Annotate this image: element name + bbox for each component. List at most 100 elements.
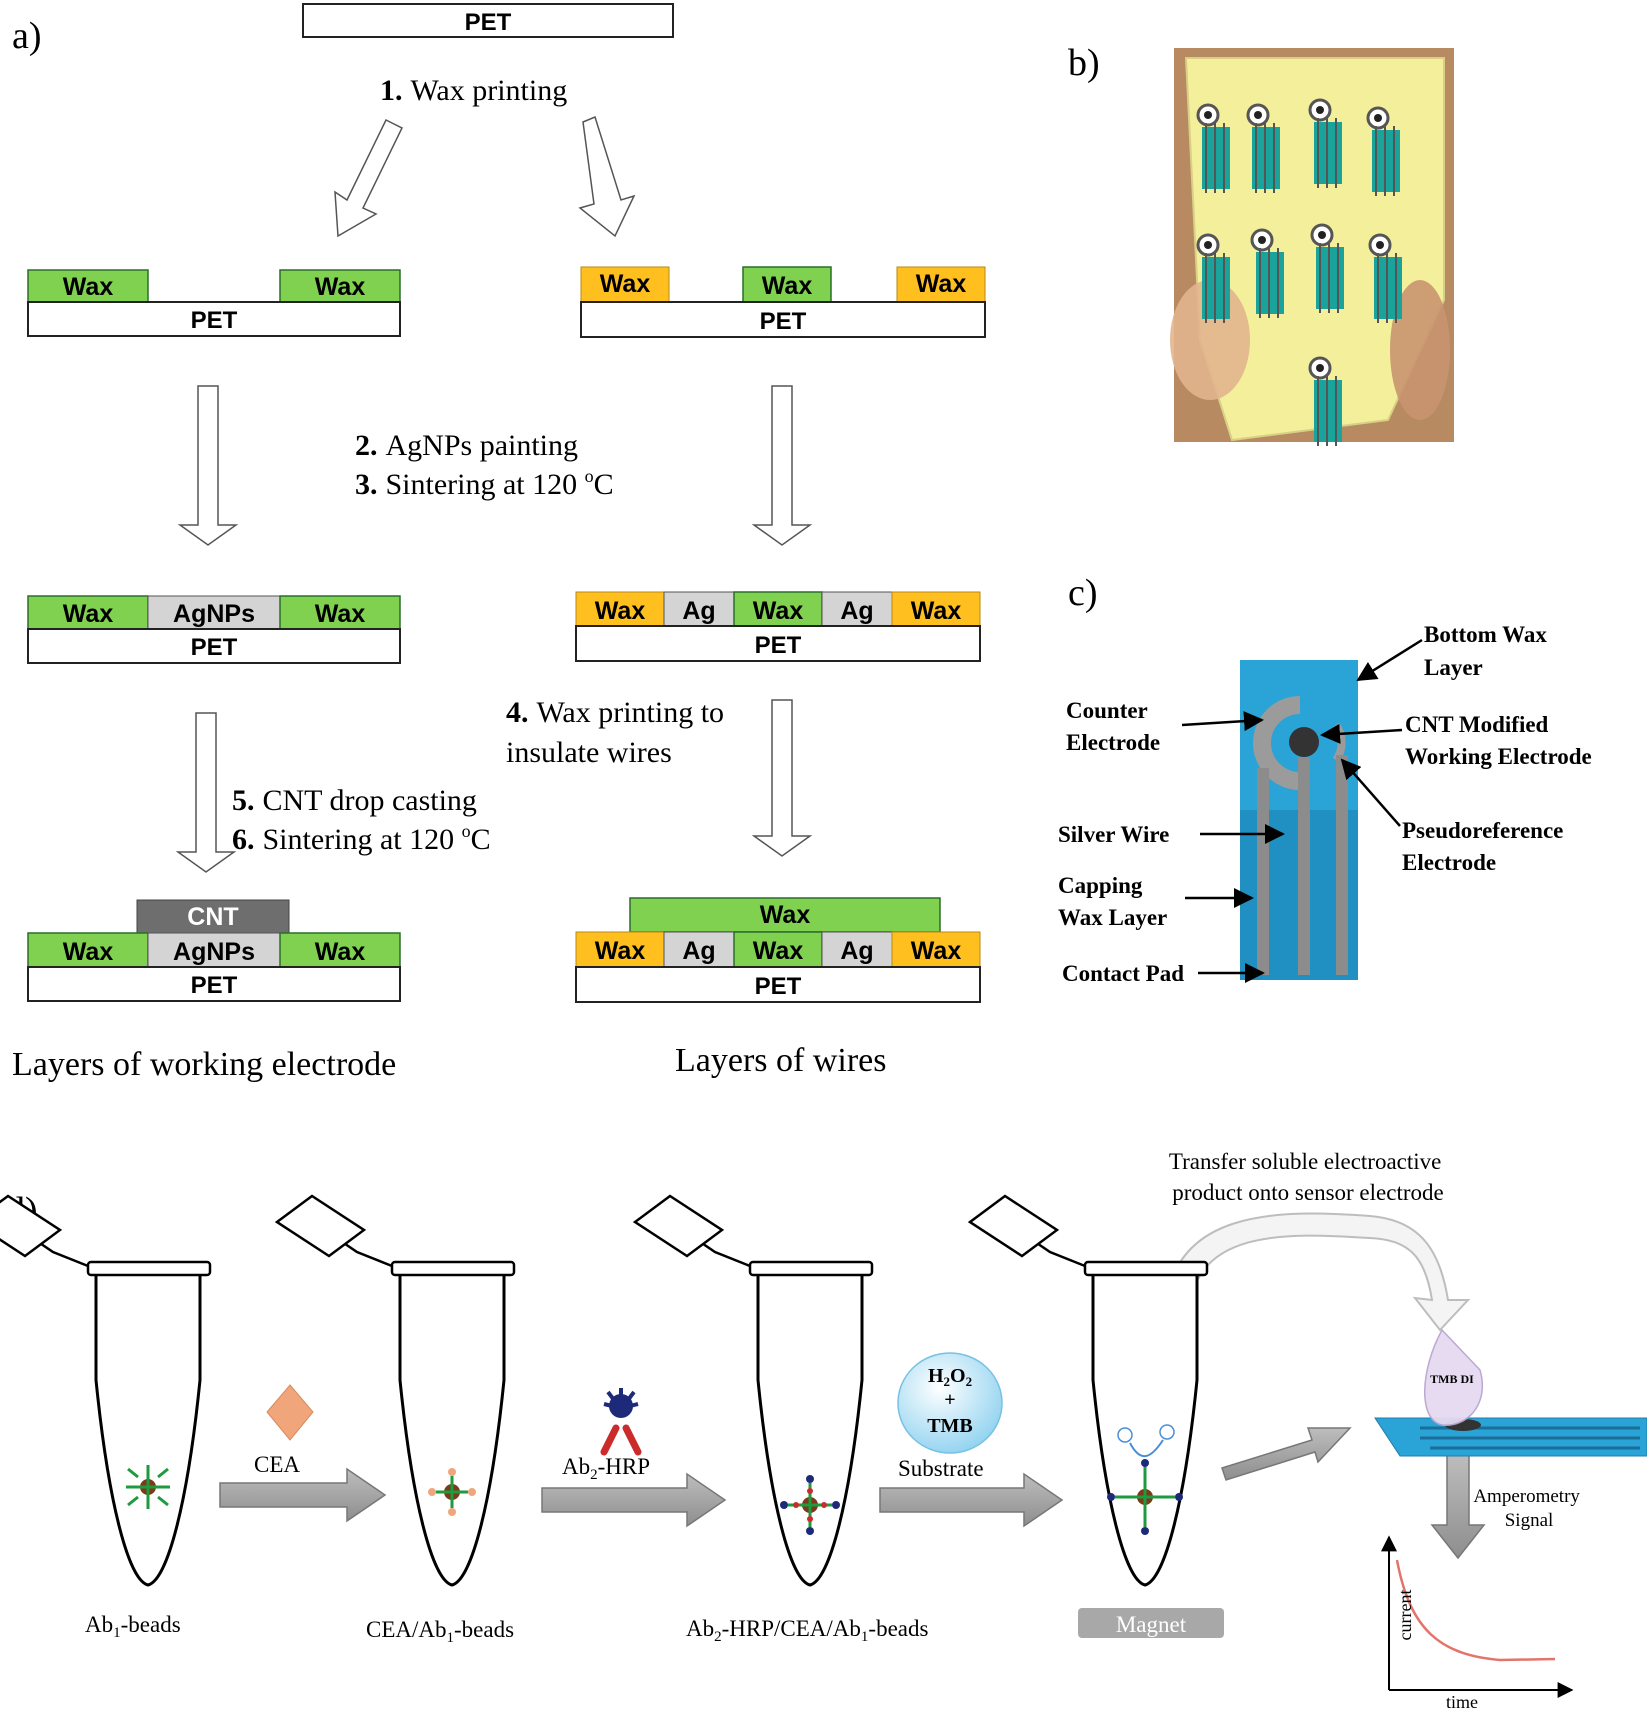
magnet-block [1078, 1608, 1224, 1638]
svg-text:Wax: Wax [315, 600, 366, 628]
pet-top-label: PET [465, 9, 512, 36]
label-silver-wire: Silver Wire [1058, 822, 1169, 847]
tube2-label: CEA/Ab1-beads [366, 1617, 514, 1646]
arrow-step1-left [334, 118, 403, 238]
tube1-label: Ab1-beads [85, 1612, 181, 1641]
caption-working-electrode: Layers of working electrode [12, 1046, 396, 1083]
label-counter-electrode: Counter [1066, 698, 1148, 723]
tubes [0, 1194, 1209, 1587]
mini-sensor [1246, 103, 1280, 193]
plus-label: + [944, 1389, 955, 1411]
svg-text:Wax: Wax [916, 270, 967, 298]
svg-text:CNT: CNT [187, 903, 238, 931]
substrate-label: Substrate [898, 1456, 984, 1481]
svg-text:PET: PET [191, 307, 238, 334]
svg-text:Wax: Wax [753, 937, 804, 965]
callout-arrows [1181, 638, 1423, 983]
svg-text:PET: PET [755, 632, 802, 659]
panel-b-label: b) [1068, 42, 1100, 84]
stack-row3-left: CNT Wax AgNPs Wax PET [27, 899, 401, 1002]
arrow-add-substrate [879, 1472, 1064, 1528]
label-pseudoreference: Pseudoreference [1402, 818, 1563, 843]
step-2: 2.AgNPs painting [355, 429, 578, 462]
svg-text:Wax: Wax [911, 597, 962, 625]
tube3-label: Ab2-HRP/CEA/Ab1-beads [686, 1616, 928, 1645]
tube-ab2-hrp-cea-ab1-beads [632, 1194, 874, 1587]
label-capping-wax: Capping [1058, 873, 1143, 898]
svg-text:Ag: Ag [840, 597, 873, 625]
svg-text:Wax: Wax [315, 938, 366, 966]
svg-text:Ag: Ag [840, 937, 873, 965]
svg-text:Wax: Wax [911, 937, 962, 965]
arrow-left-1 [177, 385, 239, 546]
svg-text:Wax: Wax [63, 273, 114, 301]
svg-text:Ag: Ag [682, 937, 715, 965]
x-axis-label: time [1446, 1692, 1478, 1709]
svg-text:Layer: Layer [1424, 655, 1483, 680]
tube-cea-ab1-beads [274, 1194, 516, 1587]
step-3: 3.Sintering at 120 oC [355, 466, 614, 501]
step-4-line2: insulate wires [506, 736, 672, 769]
svg-text:Wax: Wax [753, 597, 804, 625]
panel-d: d) Transfer soluble electroactive produc… [0, 1149, 1647, 1709]
stack-row2-right: Wax Ag Wax Ag Wax PET [575, 591, 981, 662]
ab2-hrp-label: Ab2-HRP [562, 1454, 650, 1483]
arrow-step1-right [578, 115, 636, 238]
stack-row1-right: Wax Wax Wax PET [580, 266, 986, 338]
mini-sensor [1308, 98, 1342, 188]
label-bottom-wax: Bottom Wax [1424, 622, 1547, 647]
step-6: 6.Sintering at 120 oC [232, 821, 491, 856]
svg-text:Wax: Wax [63, 600, 114, 628]
amperometry-plot: current time [1381, 1535, 1574, 1709]
svg-text:Wax: Wax [760, 901, 811, 929]
sensor-array [1196, 98, 1402, 446]
caption-wires: Layers of wires [675, 1042, 886, 1079]
svg-text:Ag: Ag [682, 597, 715, 625]
mini-sensor [1308, 356, 1342, 446]
transfer-curved-arrow [1164, 1212, 1471, 1332]
mini-sensor [1368, 233, 1402, 323]
panel-a: a) PET 1.Wax printing Wax Wax PET [12, 3, 986, 1083]
mini-sensor [1250, 228, 1284, 318]
stack-row1-left: Wax Wax PET [27, 269, 401, 337]
mini-sensor [1196, 103, 1230, 193]
y-axis-label: current [1395, 1590, 1415, 1641]
substrate-bubble [897, 1352, 1003, 1454]
svg-text:TMB DI: TMB DI [1430, 1372, 1474, 1386]
svg-text:Wax: Wax [63, 938, 114, 966]
svg-text:Electrode: Electrode [1402, 850, 1496, 875]
panel-a-label: a) [12, 15, 42, 57]
arrow-add-ab2-hrp [541, 1472, 727, 1528]
svg-text:Wax: Wax [315, 273, 366, 301]
panel-c-label: c) [1068, 572, 1098, 614]
svg-text:Wax: Wax [595, 597, 646, 625]
ab2-hrp-icon [600, 1388, 642, 1456]
arrow-to-sensor [1221, 1427, 1352, 1481]
svg-text:Wax: Wax [762, 272, 813, 300]
stack-row3-right: Wax Wax Ag Wax Ag Wax PET [575, 897, 981, 1003]
svg-text:AgNPs: AgNPs [173, 938, 255, 966]
label-cnt-working-electrode: CNT Modified [1405, 712, 1549, 737]
svg-text:PET: PET [191, 634, 238, 661]
step-4: 4.Wax printing to [506, 696, 724, 729]
arrow-right-2 [751, 699, 813, 857]
arrow-left-2 [175, 712, 237, 873]
mini-sensor [1310, 223, 1344, 313]
gray-arrows [219, 1427, 1486, 1560]
stack-row2-left: Wax AgNPs Wax PET [27, 595, 401, 664]
tube-ab1-beads [0, 1194, 212, 1587]
cea-label: CEA [254, 1452, 300, 1477]
tmb-label: TMB [927, 1415, 973, 1437]
label-contact-pad: Contact Pad [1062, 961, 1184, 986]
panel-b: b) [1068, 42, 1454, 446]
svg-text:PET: PET [755, 973, 802, 1000]
svg-text:Wax: Wax [600, 270, 651, 298]
step-5: 5.CNT drop casting [232, 784, 477, 817]
panel-c: c) Bottom Wax Layer Counter Electrode CN… [1058, 572, 1592, 986]
cea-diamond-icon [266, 1384, 314, 1441]
svg-text:PET: PET [191, 972, 238, 999]
svg-text:AgNPs: AgNPs [173, 600, 255, 628]
amperometry-text: Amperometry Signal [1473, 1486, 1584, 1531]
svg-text:Wax: Wax [595, 937, 646, 965]
